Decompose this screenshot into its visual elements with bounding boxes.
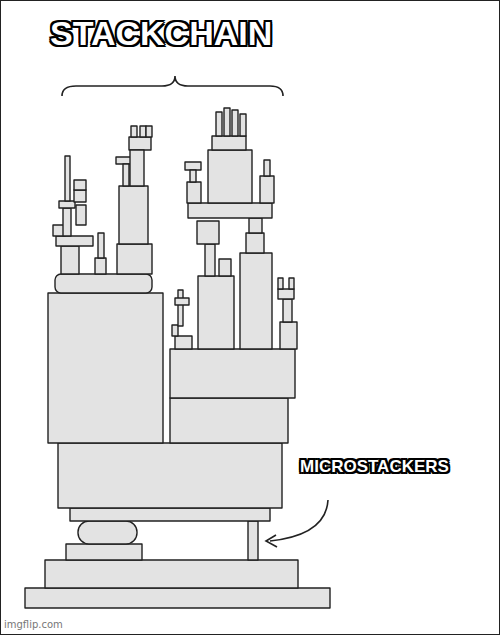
watermark: imgflip.com	[4, 619, 63, 630]
meme-caption: STACKCHAIN	[50, 14, 272, 53]
meme-caption: MICROSTACKERS	[300, 457, 449, 477]
